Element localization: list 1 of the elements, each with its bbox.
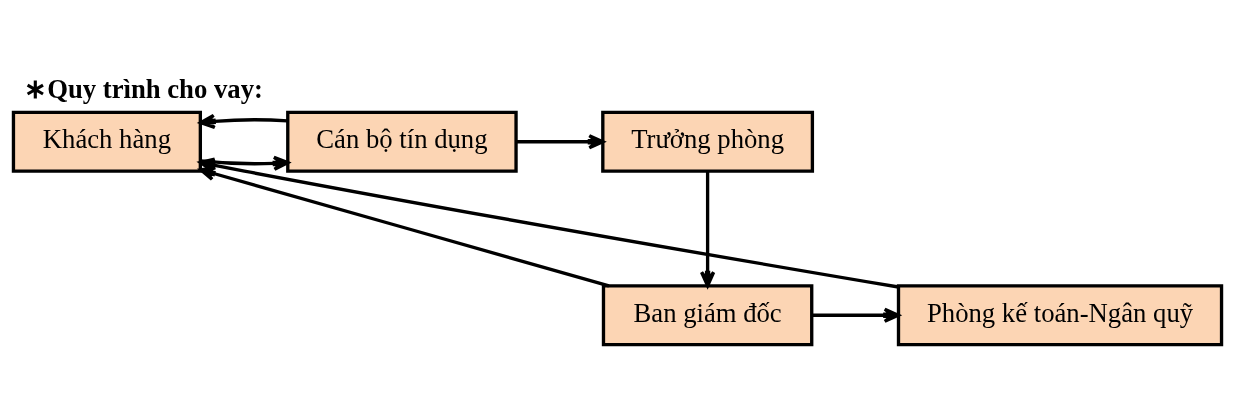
diagram-title: ∗Quy trình cho vay: xyxy=(24,73,263,104)
